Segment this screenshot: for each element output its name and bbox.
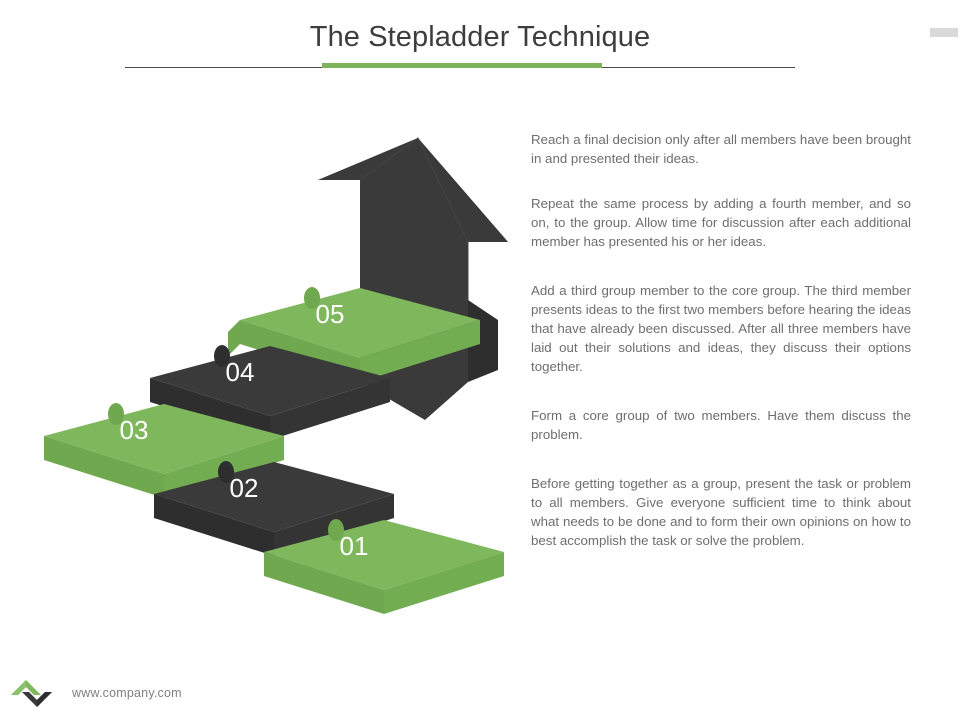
corner-marker xyxy=(930,28,958,37)
company-chevron-logo-icon xyxy=(11,680,52,707)
description-paragraph-3: Add a third group member to the core gro… xyxy=(531,283,911,374)
description-paragraph-2: Repeat the same process by adding a four… xyxy=(531,196,911,249)
stepladder-diagram: 05 04 03 xyxy=(30,120,540,640)
description-paragraph-4: Form a core group of two members. Have t… xyxy=(531,408,911,442)
description-paragraph-5: Before getting together as a group, pres… xyxy=(531,476,911,548)
step-02-label: 02 xyxy=(230,473,259,503)
description-list: Reach a final decision only after all me… xyxy=(531,130,911,550)
step-04-label: 04 xyxy=(226,357,255,387)
step-01[interactable]: 01 xyxy=(264,519,504,614)
footer-url[interactable]: www.company.com xyxy=(72,686,182,700)
title-divider-accent xyxy=(322,63,602,68)
page-title: The Stepladder Technique xyxy=(309,21,651,53)
step-02[interactable]: 02 xyxy=(154,461,394,556)
step-01-label: 01 xyxy=(340,531,369,561)
step-05-label: 05 xyxy=(316,299,345,329)
description-paragraph-1: Reach a final decision only after all me… xyxy=(531,132,911,166)
footer: www.company.com xyxy=(8,674,182,712)
step-03-label: 03 xyxy=(120,415,149,445)
